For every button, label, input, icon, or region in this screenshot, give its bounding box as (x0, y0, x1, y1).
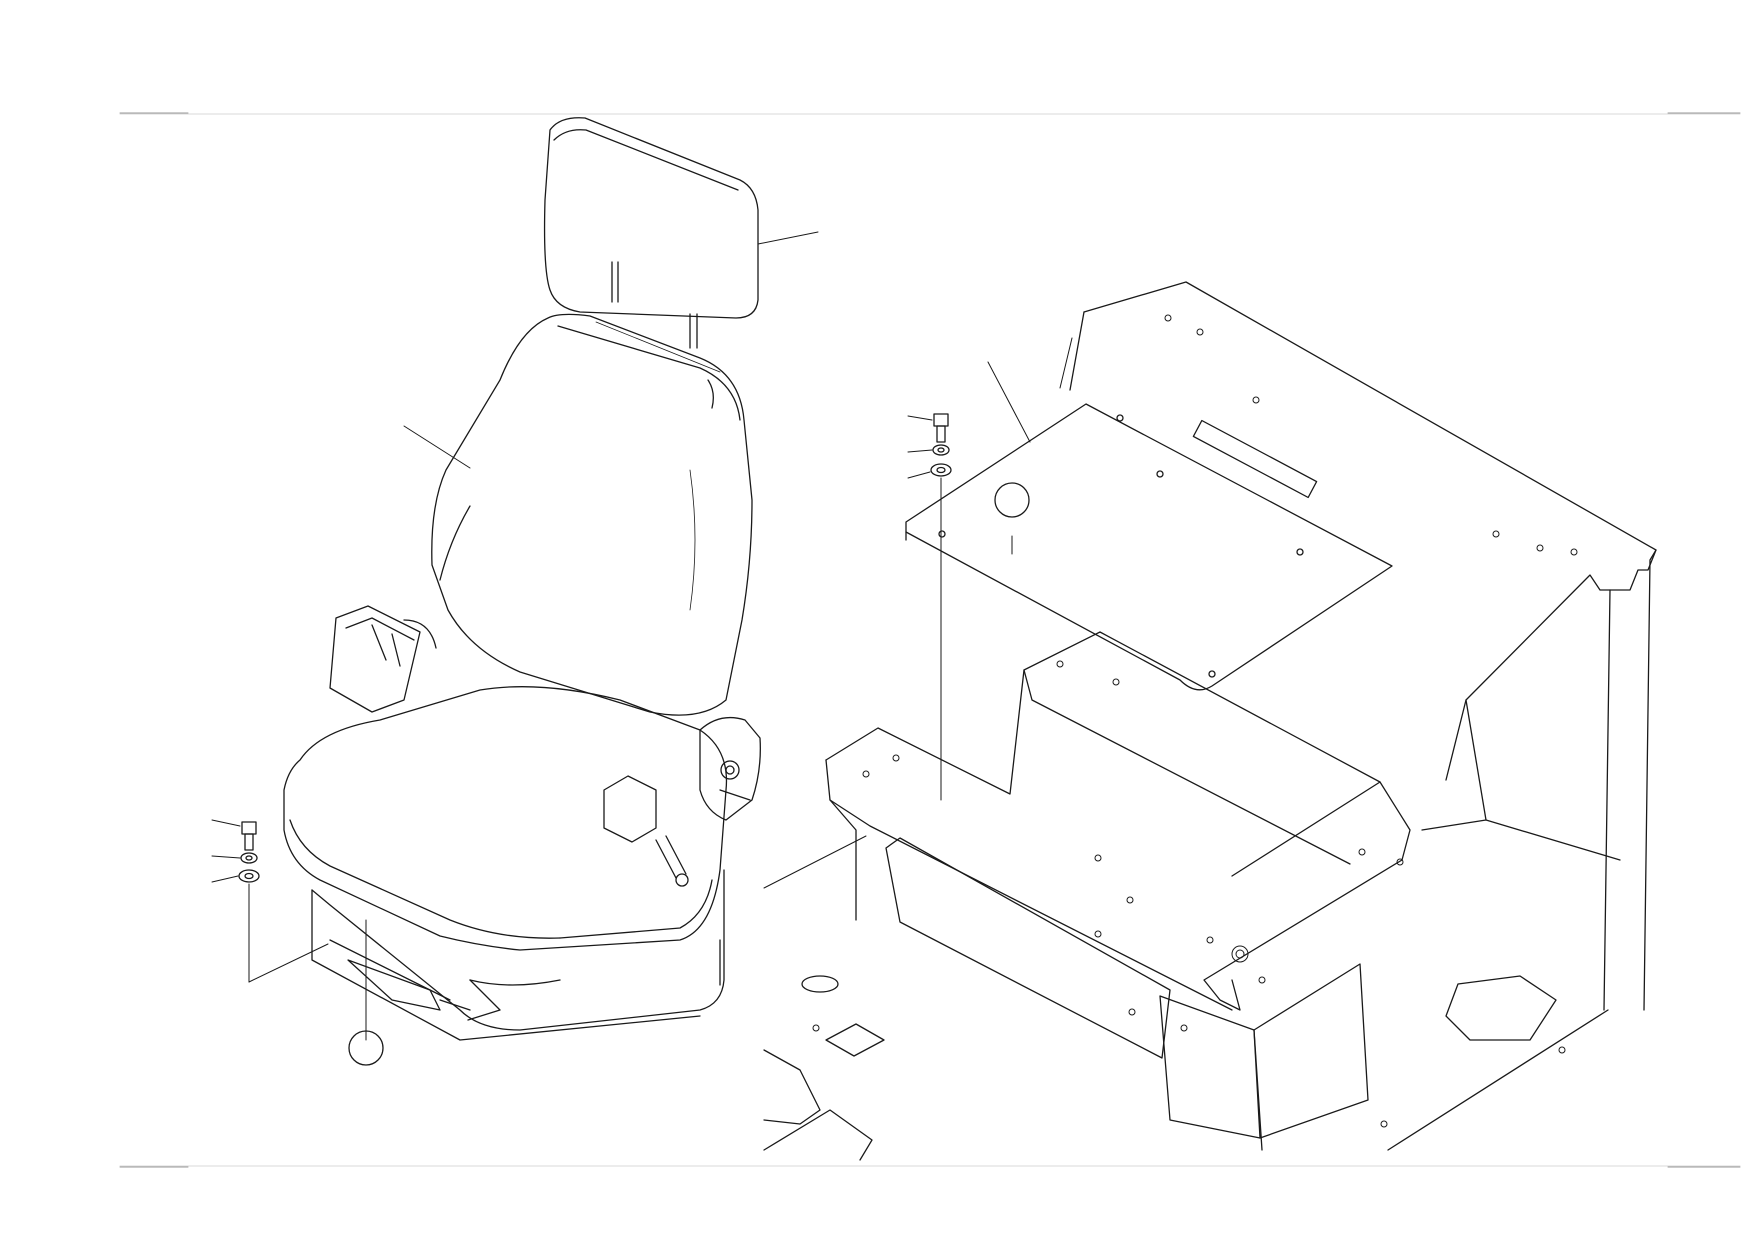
seat-lock-washer (211, 852, 258, 864)
frame-floor-plate (763, 975, 1609, 1161)
frame-lock-washer (907, 444, 950, 456)
seat-headrest (543, 117, 759, 349)
operator-seat (211, 117, 819, 1041)
frame-back-wall (1069, 281, 1657, 1011)
seat-leader-lines (248, 231, 819, 1041)
frame-front-panel (885, 837, 1369, 1151)
frame-leader-lines (763, 337, 1073, 889)
frame-seat-plate (905, 403, 1393, 691)
callout-circle-frame (994, 482, 1030, 518)
seat-flat-washer (211, 869, 260, 883)
seat-mounting-bolt (211, 819, 257, 851)
callout-circle-seat (348, 1030, 384, 1066)
frame-bolt (907, 413, 949, 443)
seat-belt-buckle-left (329, 605, 437, 713)
frame-platform-deck (825, 419, 1411, 1011)
seat-backrest (431, 313, 753, 716)
frame-flat-washer (907, 463, 952, 479)
seat-recline-mechanism (699, 716, 761, 821)
seat-belt-latch-right (603, 775, 689, 887)
seat-cushion (283, 686, 728, 951)
frame-mounting-holes (812, 314, 1578, 1128)
seat-base (311, 869, 725, 1041)
seat-adjust-lever (347, 959, 501, 1021)
cabin-frame (763, 281, 1657, 1161)
sheet-frame-marks (119, 112, 1741, 1168)
